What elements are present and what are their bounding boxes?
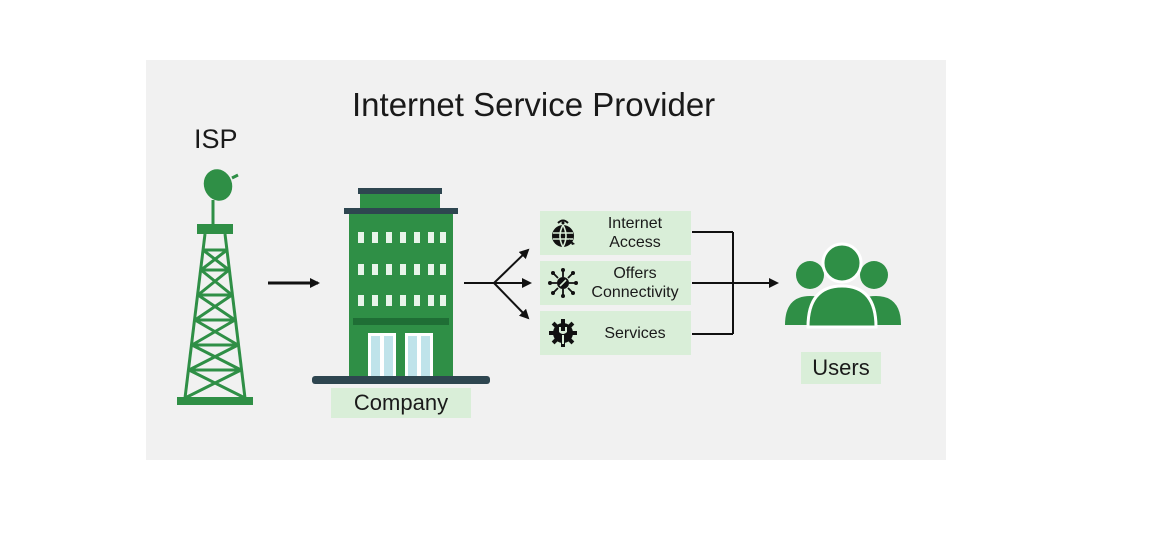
service-internet-access: Internet Access bbox=[540, 211, 691, 255]
company-label: Company bbox=[331, 388, 471, 418]
fanout-arrows bbox=[464, 248, 532, 320]
isp-tower-icon bbox=[177, 169, 253, 405]
users-label: Users bbox=[801, 352, 881, 384]
service-label: Services bbox=[604, 324, 666, 342]
gear-wrench-icon bbox=[549, 319, 577, 347]
diagram-panel bbox=[146, 60, 946, 460]
network-hub-icon bbox=[548, 268, 578, 298]
service-services: Services bbox=[540, 311, 691, 355]
isp-label: ISP bbox=[194, 124, 238, 154]
users-group-icon bbox=[785, 242, 901, 329]
globe-signal-icon bbox=[552, 219, 575, 248]
merge-connector bbox=[692, 231, 779, 335]
company-building-icon bbox=[312, 188, 490, 384]
service-offers-connectivity: Offers Connectivity bbox=[540, 261, 691, 305]
service-label: Internet Access bbox=[607, 215, 663, 251]
service-label: Offers Connectivity bbox=[591, 265, 679, 301]
diagram-title: Internet Service Provider bbox=[352, 86, 716, 123]
